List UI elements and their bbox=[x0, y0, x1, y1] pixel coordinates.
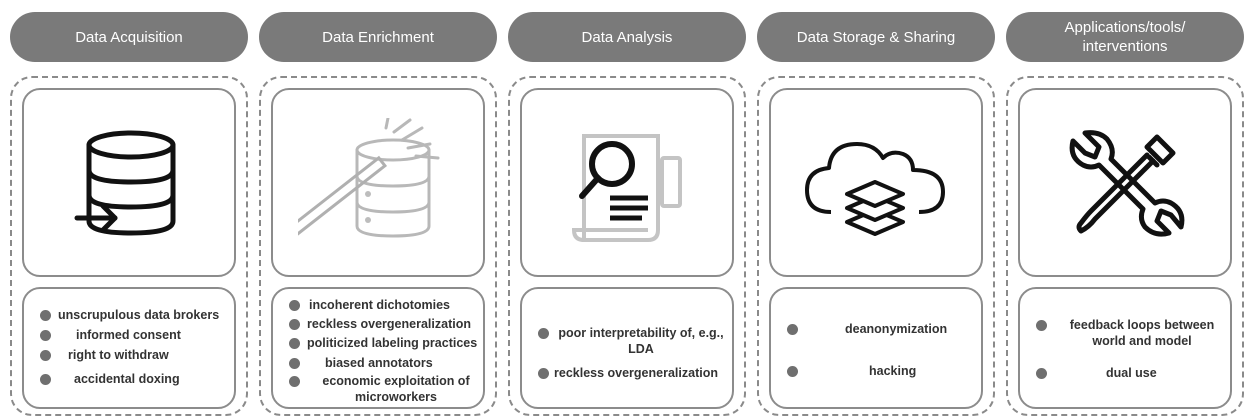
cloud-layers-icon bbox=[805, 141, 945, 236]
risk-text: poor interpretability of, e.g., LDA bbox=[558, 326, 724, 356]
risk-item: poor interpretability of, e.g., LDA bbox=[522, 325, 732, 356]
stage-icon-box bbox=[1018, 88, 1232, 277]
database-magic-wand-icon bbox=[298, 117, 440, 245]
risk-list: feedback loops between world and model d… bbox=[1018, 287, 1232, 409]
stage-data-enrichment: Data Enrichment incoherent dichotomies bbox=[259, 0, 497, 419]
risk-item: deanonymization bbox=[771, 321, 981, 339]
stage-data-acquisition: Data Acquisition unscrupulous data broke… bbox=[10, 0, 248, 419]
risk-item: hacking bbox=[771, 363, 981, 381]
risk-list: incoherent dichotomies reckless overgene… bbox=[271, 287, 485, 409]
stage-header: Data Enrichment bbox=[259, 12, 497, 62]
risk-item: unscrupulous data brokers bbox=[24, 307, 234, 325]
risk-list: deanonymization hacking bbox=[769, 287, 983, 409]
bullet-dot bbox=[1036, 320, 1047, 331]
stage-applications-tools-interventions: Applications/tools/ interventions feedba… bbox=[1006, 0, 1244, 419]
stage-header: Applications/tools/ interventions bbox=[1006, 12, 1244, 62]
risk-list: unscrupulous data brokers informed conse… bbox=[22, 287, 236, 409]
stage-header: Data Acquisition bbox=[10, 12, 248, 62]
stage-header: Data Analysis bbox=[508, 12, 746, 62]
bullet-dot bbox=[787, 366, 798, 377]
risk-text: reckless overgeneralization bbox=[554, 366, 718, 380]
risk-item: dual use bbox=[1020, 365, 1230, 383]
bullet-dot bbox=[289, 376, 300, 387]
risk-text: reckless overgeneralization bbox=[307, 317, 471, 331]
stage-icon-box bbox=[271, 88, 485, 277]
database-import-icon bbox=[74, 130, 176, 235]
risk-item: reckless overgeneralization bbox=[522, 365, 732, 383]
risk-item: incoherent dichotomies bbox=[273, 297, 483, 315]
bullet-dot bbox=[787, 324, 798, 335]
document-magnifier-icon bbox=[571, 133, 682, 242]
risk-text: deanonymization bbox=[845, 322, 948, 336]
risk-item: accidental doxing bbox=[24, 371, 234, 389]
risk-item: feedback loops between world and model bbox=[1020, 317, 1230, 351]
risk-item: informed consent bbox=[24, 327, 234, 345]
bullet-dot bbox=[289, 358, 300, 369]
bullet-dot bbox=[538, 368, 549, 379]
stage-frame bbox=[10, 76, 248, 416]
bullet-dot bbox=[289, 338, 300, 349]
stage-icon-box bbox=[520, 88, 734, 277]
risk-text: biased annotators bbox=[325, 356, 433, 370]
stage-header: Data Storage & Sharing bbox=[757, 12, 995, 62]
bullet-dot bbox=[538, 328, 549, 339]
bullet-dot bbox=[289, 319, 300, 330]
risk-text: dual use bbox=[1106, 366, 1157, 380]
bullet-dot bbox=[289, 300, 300, 311]
stage-icon-box bbox=[22, 88, 236, 277]
risk-item: politicized labeling practices bbox=[273, 335, 483, 353]
bullet-dot bbox=[40, 350, 51, 361]
stage-icon-box bbox=[769, 88, 983, 277]
stage-frame bbox=[508, 76, 746, 416]
risk-item: biased annotators bbox=[273, 355, 483, 373]
risk-text: accidental doxing bbox=[74, 372, 180, 386]
stage-frame bbox=[1006, 76, 1244, 416]
wrench-screwdriver-icon bbox=[1069, 129, 1185, 237]
stage-frame bbox=[757, 76, 995, 416]
risk-text: incoherent dichotomies bbox=[309, 298, 450, 312]
stage-frame bbox=[259, 76, 497, 416]
risk-text: economic exploitation of microworkers bbox=[322, 374, 470, 404]
risk-text: feedback loops between world and model bbox=[1069, 318, 1215, 348]
bullet-dot bbox=[1036, 368, 1047, 379]
bullet-dot bbox=[40, 330, 51, 341]
risk-text: unscrupulous data brokers bbox=[58, 308, 220, 322]
stage-data-analysis: Data Analysis poor interpretability of, … bbox=[508, 0, 746, 419]
risk-text: hacking bbox=[869, 364, 917, 378]
risk-item: reckless overgeneralization bbox=[273, 316, 483, 334]
bullet-dot bbox=[40, 310, 51, 321]
stage-data-storage-sharing: Data Storage & Sharing deanonymization h… bbox=[757, 0, 995, 419]
risk-item: economic exploitation of microworkers bbox=[273, 373, 483, 409]
bullet-dot bbox=[40, 374, 51, 385]
risk-text: informed consent bbox=[76, 328, 181, 342]
risk-list: poor interpretability of, e.g., LDA reck… bbox=[520, 287, 734, 409]
risk-text: right to withdraw bbox=[68, 348, 169, 362]
risk-text: politicized labeling practices bbox=[307, 336, 478, 350]
risk-item: right to withdraw bbox=[24, 347, 234, 365]
